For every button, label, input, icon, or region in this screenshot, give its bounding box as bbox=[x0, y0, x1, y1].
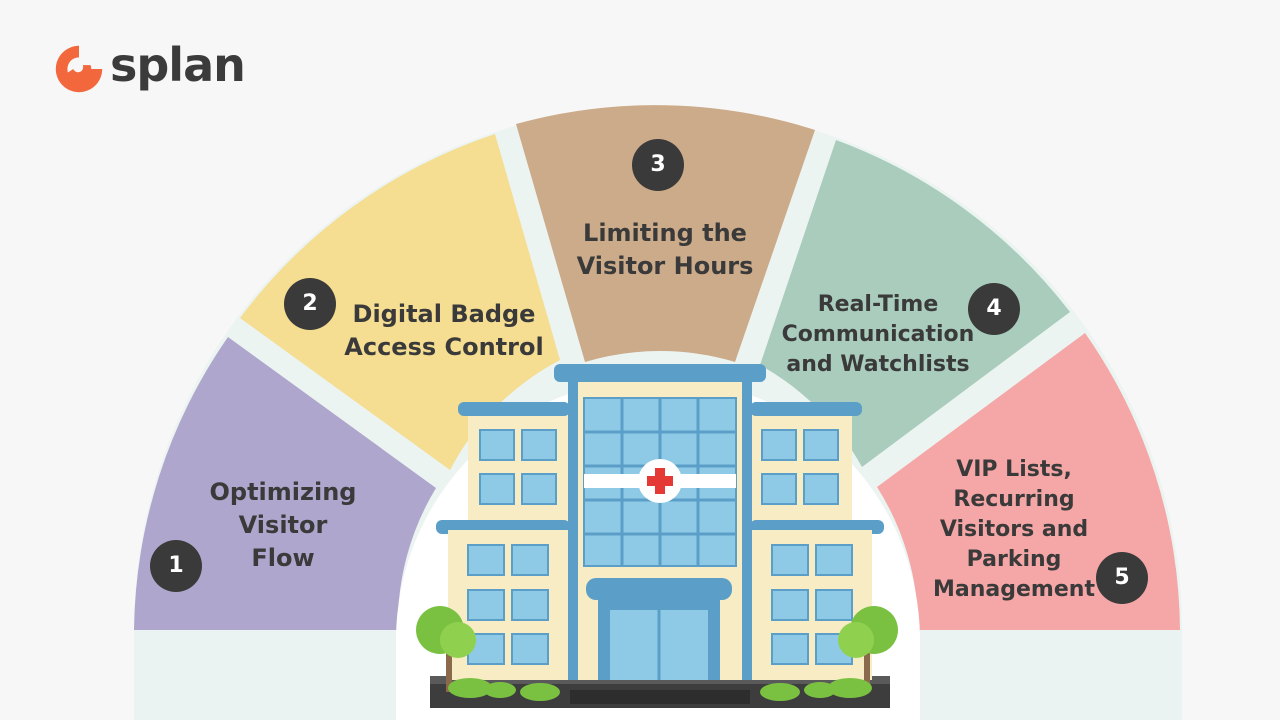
segment-5-number: 5 bbox=[1096, 552, 1148, 604]
segment-3-number: 3 bbox=[632, 139, 684, 191]
segment-5 bbox=[877, 333, 1180, 630]
tree-right-icon bbox=[838, 606, 898, 692]
segment-1-label: Optimizing Visitor Flow bbox=[209, 478, 357, 572]
hospital-building bbox=[416, 364, 898, 708]
segment-1 bbox=[134, 337, 436, 630]
segment-3 bbox=[516, 105, 815, 363]
segment-4-number: 4 bbox=[968, 283, 1020, 335]
segment-4 bbox=[760, 140, 1070, 467]
segment-5-label: VIP Lists, Recurring Visitors and Parkin… bbox=[933, 457, 1095, 602]
segment-4-label: Real-Time Communication and Watchlists bbox=[781, 292, 975, 377]
segment-2-number: 2 bbox=[284, 278, 336, 330]
segment-3-label: Limiting the Visitor Hours bbox=[576, 219, 754, 280]
splan-logo-icon bbox=[55, 45, 103, 93]
tree-left-icon bbox=[416, 606, 476, 692]
medical-cross-icon bbox=[638, 459, 682, 503]
segment-2 bbox=[240, 134, 560, 470]
brand-name: splan bbox=[110, 38, 246, 92]
segment-2-label: Digital Badge Access Control bbox=[344, 300, 544, 361]
segment-1-number: 1 bbox=[150, 540, 202, 592]
